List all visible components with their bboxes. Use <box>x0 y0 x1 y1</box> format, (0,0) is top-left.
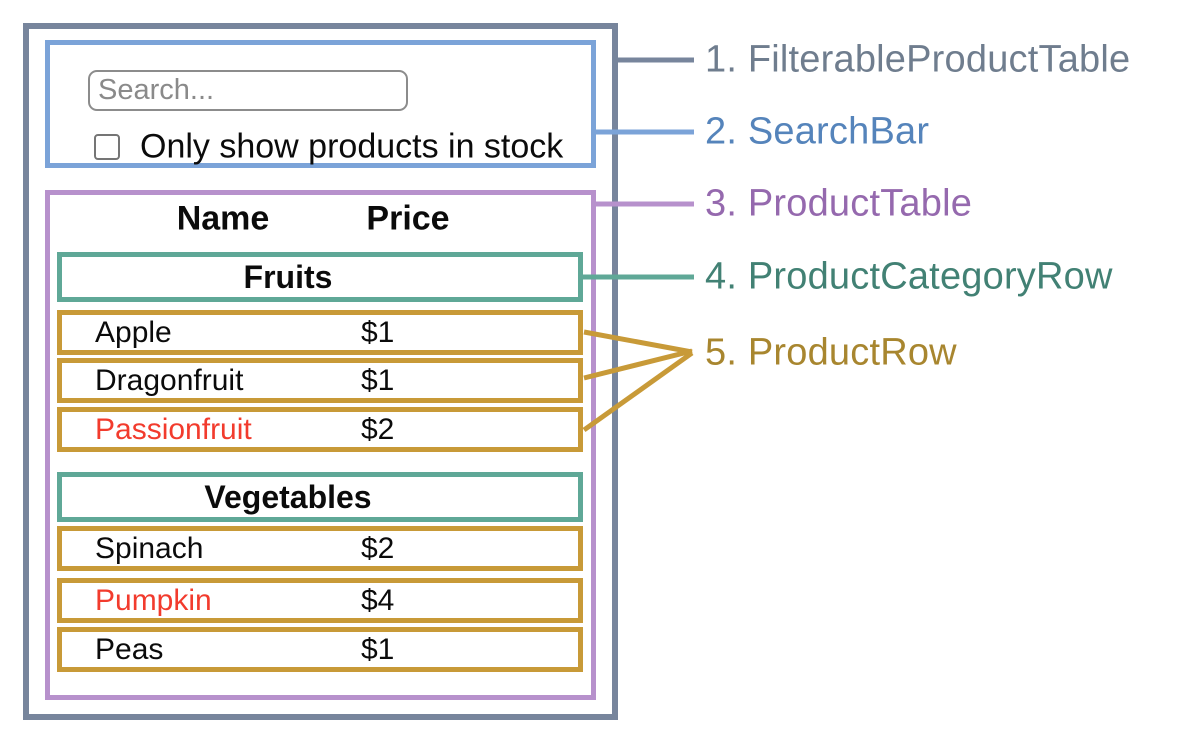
product-price: $1 <box>361 315 395 349</box>
product-price: $1 <box>361 632 395 666</box>
column-header-price: Price <box>366 199 450 238</box>
product-name: Dragonfruit <box>95 363 244 397</box>
search-input[interactable]: Search... <box>88 70 408 111</box>
category-label: Fruits <box>243 258 333 295</box>
product-name: Apple <box>95 315 172 349</box>
product-price: $2 <box>361 412 395 446</box>
category-row-fruits: Fruits <box>57 252 583 302</box>
product-price: $2 <box>361 531 395 565</box>
label-1-filterable-product-table: 1. FilterableProductTable <box>705 38 1131 81</box>
product-row-pumpkin: Pumpkin $4 <box>57 578 583 623</box>
product-row-peas: Peas $1 <box>57 627 583 672</box>
product-row-spinach: Spinach $2 <box>57 526 583 571</box>
label-3-product-table: 3. ProductTable <box>705 182 973 225</box>
search-placeholder-text: Search... <box>98 74 215 106</box>
search-bar-box <box>45 40 596 168</box>
in-stock-checkbox-label: Only show products in stock <box>140 127 564 166</box>
column-header-name: Name <box>176 199 270 238</box>
product-name: Spinach <box>95 531 204 565</box>
category-row-vegetables: Vegetables <box>57 472 583 522</box>
product-name: Pumpkin <box>95 583 212 617</box>
product-name: Passionfruit <box>95 412 252 446</box>
product-price: $1 <box>361 363 395 397</box>
product-row-dragonfruit: Dragonfruit $1 <box>57 358 583 403</box>
label-5-product-row: 5. ProductRow <box>705 331 957 374</box>
product-row-passionfruit: Passionfruit $2 <box>57 407 583 452</box>
product-name: Peas <box>95 632 164 666</box>
category-label: Vegetables <box>204 478 372 515</box>
label-2-search-bar: 2. SearchBar <box>705 110 930 153</box>
product-price: $4 <box>361 583 395 617</box>
product-row-apple: Apple $1 <box>57 310 583 355</box>
label-4-product-category-row: 4. ProductCategoryRow <box>705 255 1113 298</box>
in-stock-checkbox[interactable] <box>94 134 120 160</box>
product-table-box <box>45 190 596 700</box>
